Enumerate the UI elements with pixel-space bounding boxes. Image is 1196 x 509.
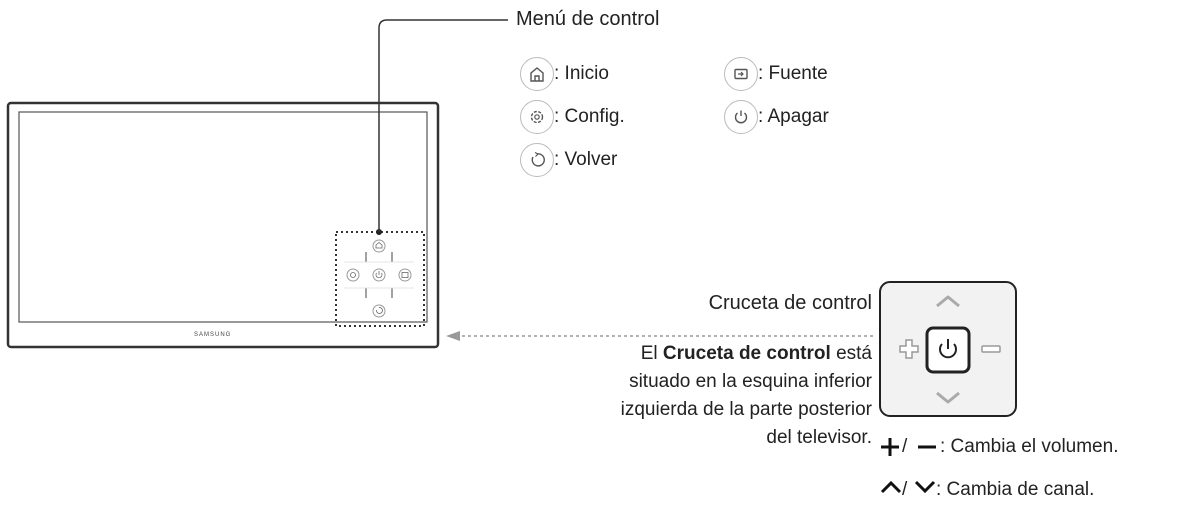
legend-settings-label: : Config. [554, 106, 625, 127]
tv-screen [18, 111, 428, 323]
control-stick-description: El Cruceta de control está situado en la… [512, 340, 872, 452]
up-chevron-icon [936, 295, 960, 308]
down-symbol-icon [914, 480, 936, 494]
legend-source-label: : Fuente [758, 63, 828, 84]
tv-brand: SAMSUNG [194, 332, 232, 338]
desc-bold: Cruceta de control [662, 343, 831, 364]
desc-line-2: situado en la esquina inferior [629, 371, 872, 392]
power-icon-large [939, 343, 957, 359]
arrow-head [446, 331, 460, 341]
legend-return-label: : Volver [554, 149, 618, 170]
control-area-box [335, 231, 425, 327]
legend-power: : Apagar [724, 100, 829, 134]
legend-source: : Fuente [724, 57, 828, 91]
return-icon [520, 143, 554, 177]
mini-power-icon [372, 268, 386, 282]
legend-power-label: : Apagar [758, 106, 829, 127]
volume-note: : Cambia el volumen. [940, 436, 1119, 457]
settings-icon [520, 100, 554, 134]
mini-settings-icon [346, 268, 360, 282]
plus-symbol-icon [881, 438, 899, 456]
control-menu-title: Menú de control [516, 8, 660, 30]
home-icon [520, 57, 554, 91]
legend-settings: : Config. [520, 100, 625, 134]
up-symbol-icon [880, 480, 902, 494]
mini-source-icon [398, 268, 412, 282]
legend-home: : Inicio [520, 57, 609, 91]
desc-line-3: izquierda de la parte posterior [620, 399, 872, 420]
desc-prefix: El [640, 343, 663, 364]
power-icon [724, 100, 758, 134]
source-icon [724, 57, 758, 91]
center-power-button [925, 326, 971, 374]
callout-line [378, 19, 508, 232]
desc-suffix: está [830, 343, 872, 364]
minus-icon [981, 345, 1001, 353]
mini-home-icon [372, 239, 386, 253]
legend-return: : Volver [520, 143, 617, 177]
mini-return-icon [372, 304, 386, 318]
down-chevron-icon [936, 391, 960, 404]
channel-note: : Cambia de canal. [936, 479, 1095, 500]
volume-sep: / [902, 436, 908, 457]
legend-home-label: : Inicio [554, 63, 609, 84]
channel-sep: / [902, 479, 908, 500]
control-stick-title: Cruceta de control [708, 292, 872, 314]
desc-line-4: del televisor. [766, 427, 872, 448]
control-stick-panel [879, 281, 1017, 417]
plus-icon [899, 339, 919, 359]
